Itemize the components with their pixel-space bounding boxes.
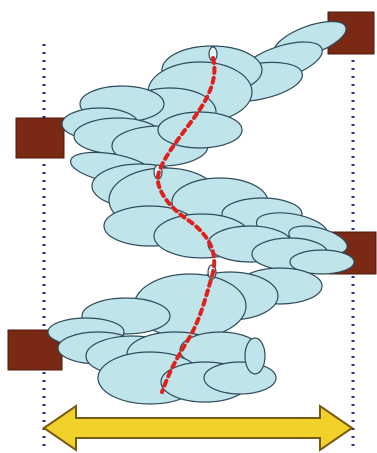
anchor-block-left-upper: [16, 118, 64, 158]
width-arrow-icon: [44, 406, 352, 450]
disc-stack: [48, 14, 354, 404]
disc: [245, 338, 265, 374]
disc: [158, 112, 242, 148]
disc: [204, 362, 276, 394]
